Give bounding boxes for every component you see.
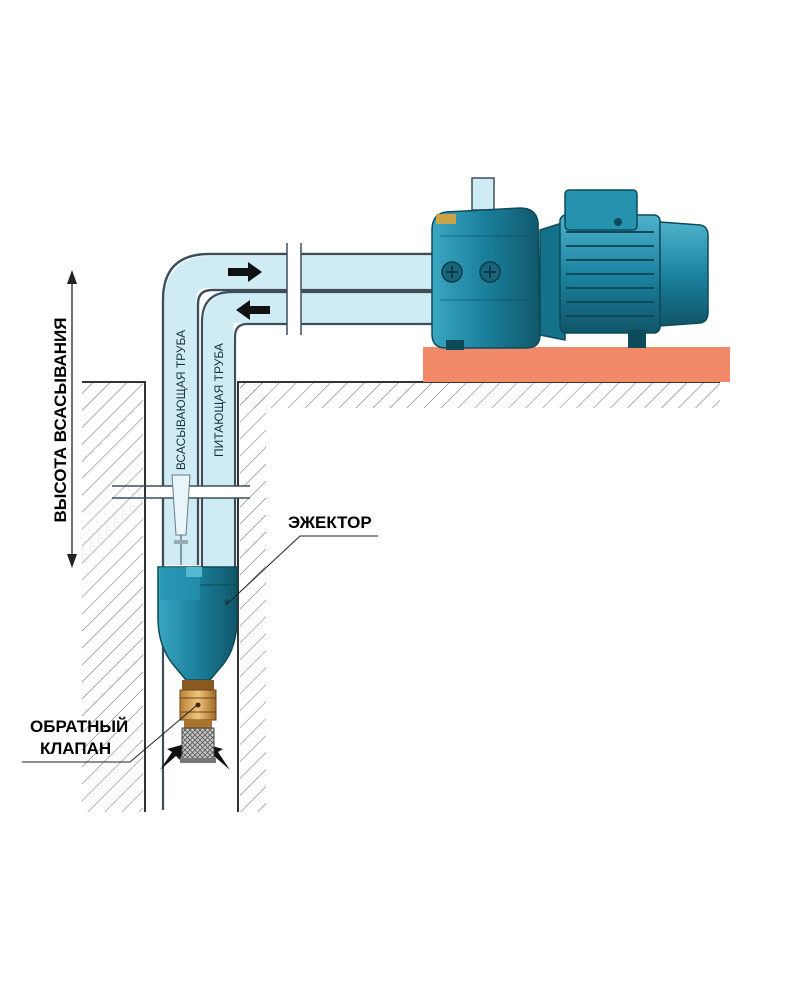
check-valve-callout: ОБРАТНЫЙ КЛАПАН xyxy=(22,705,197,763)
ejector-label: ЭЖЕКТОР xyxy=(288,513,372,532)
well-edge-left xyxy=(82,381,146,812)
jet-pump xyxy=(431,189,709,350)
arrow-up-dimension-icon xyxy=(67,270,77,284)
arrow-right-icon xyxy=(228,262,262,282)
supply-pipe-label: ПИТАЮЩАЯ ТРУБА xyxy=(212,343,226,457)
venturi-nozzle xyxy=(171,474,191,565)
discharge-pipe xyxy=(471,177,495,211)
well-wall-left xyxy=(82,382,143,812)
suction-height-dimension: ВЫСОТА ВСАСЫВАНИЯ xyxy=(51,270,77,568)
ground-section xyxy=(82,381,720,812)
suction-height-label: ВЫСОТА ВСАСЫВАНИЯ xyxy=(51,318,70,523)
suction-pipe-walls xyxy=(161,252,440,565)
pump-bolts xyxy=(441,261,501,283)
ground-hatch xyxy=(240,382,720,408)
check-valve xyxy=(179,680,217,728)
priming-plug xyxy=(436,214,456,224)
suction-pipe xyxy=(164,256,440,565)
ejector xyxy=(157,566,238,681)
ejector-callout: ЭЖЕКТОР xyxy=(225,513,378,606)
check-valve-label-line2: КЛАПАН xyxy=(40,739,111,758)
pump-platform xyxy=(423,347,730,382)
well-edge-right xyxy=(237,381,720,812)
suction-pipe-label: ВСАСЫВАЮЩАЯ ТРУБА xyxy=(174,330,188,470)
check-valve-label-line1: ОБРАТНЫЙ xyxy=(30,717,128,736)
arrow-inflow-left-icon xyxy=(160,744,185,770)
arrow-left-icon xyxy=(236,300,270,320)
pump-bracket xyxy=(539,220,566,341)
supply-pipe xyxy=(203,293,440,575)
pipe-break-horizontal xyxy=(286,243,302,335)
supply-pipe-walls xyxy=(200,290,440,575)
strainer-filter xyxy=(180,727,216,763)
arrow-down-dimension-icon xyxy=(67,554,77,568)
fan-cover xyxy=(659,221,709,327)
well-wall-right xyxy=(240,382,266,812)
terminal-box xyxy=(564,189,638,231)
motor-fins xyxy=(566,231,654,317)
